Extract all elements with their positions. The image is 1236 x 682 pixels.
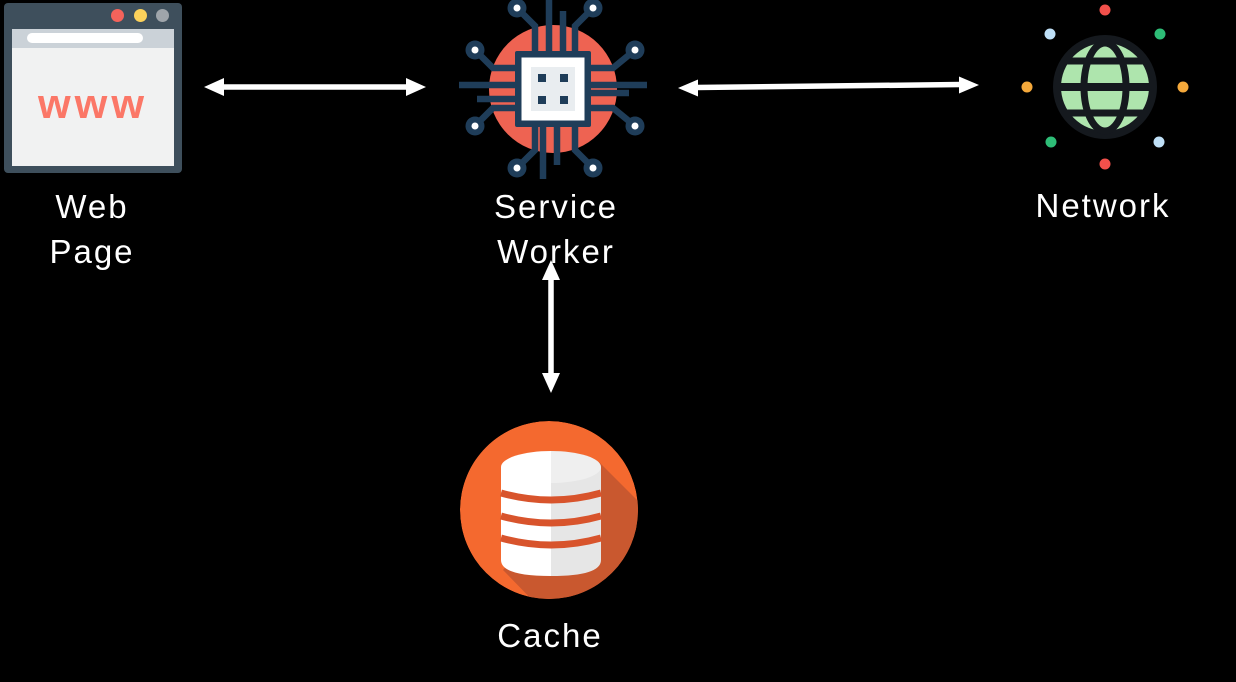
arrow-serviceworker-cache (542, 260, 560, 393)
browser-viewport: www (12, 29, 174, 166)
service-worker-label-line1: Service (493, 188, 619, 225)
database-cylinder (500, 451, 602, 576)
service-worker-label-line2: Worker (497, 233, 615, 270)
browser-dot-gray-icon (156, 9, 169, 22)
globe-sphere (1053, 35, 1157, 139)
chip-body (515, 51, 591, 127)
microchip-icon (459, 0, 647, 179)
arrow-webpage-serviceworker (204, 78, 426, 96)
globe-icon (1021, 4, 1189, 170)
circuit-nodes (465, 0, 645, 178)
cache-label: Cache (450, 613, 650, 658)
web-page-label-line1: Web (55, 188, 129, 225)
browser-dot-yellow-icon (134, 9, 147, 22)
browser-url-pill (27, 33, 143, 43)
network-label-line1: Network (1035, 187, 1171, 224)
cache-label-line1: Cache (497, 617, 603, 654)
network-label: Network (1003, 183, 1203, 228)
database-icon (460, 421, 638, 599)
arrow-serviceworker-network (678, 76, 979, 97)
web-page-label: Web Page (2, 184, 182, 274)
browser-dot-red-icon (111, 9, 124, 22)
browser-page-area: www (12, 48, 174, 166)
web-page-label-line2: Page (49, 233, 135, 270)
circuit-traces (459, 0, 647, 179)
browser-address-bar (12, 29, 174, 48)
browser-window-icon: www (4, 3, 182, 173)
service-worker-label: Service Worker (456, 184, 656, 274)
network-satellite-dots (1021, 4, 1189, 170)
www-text: www (37, 80, 148, 127)
